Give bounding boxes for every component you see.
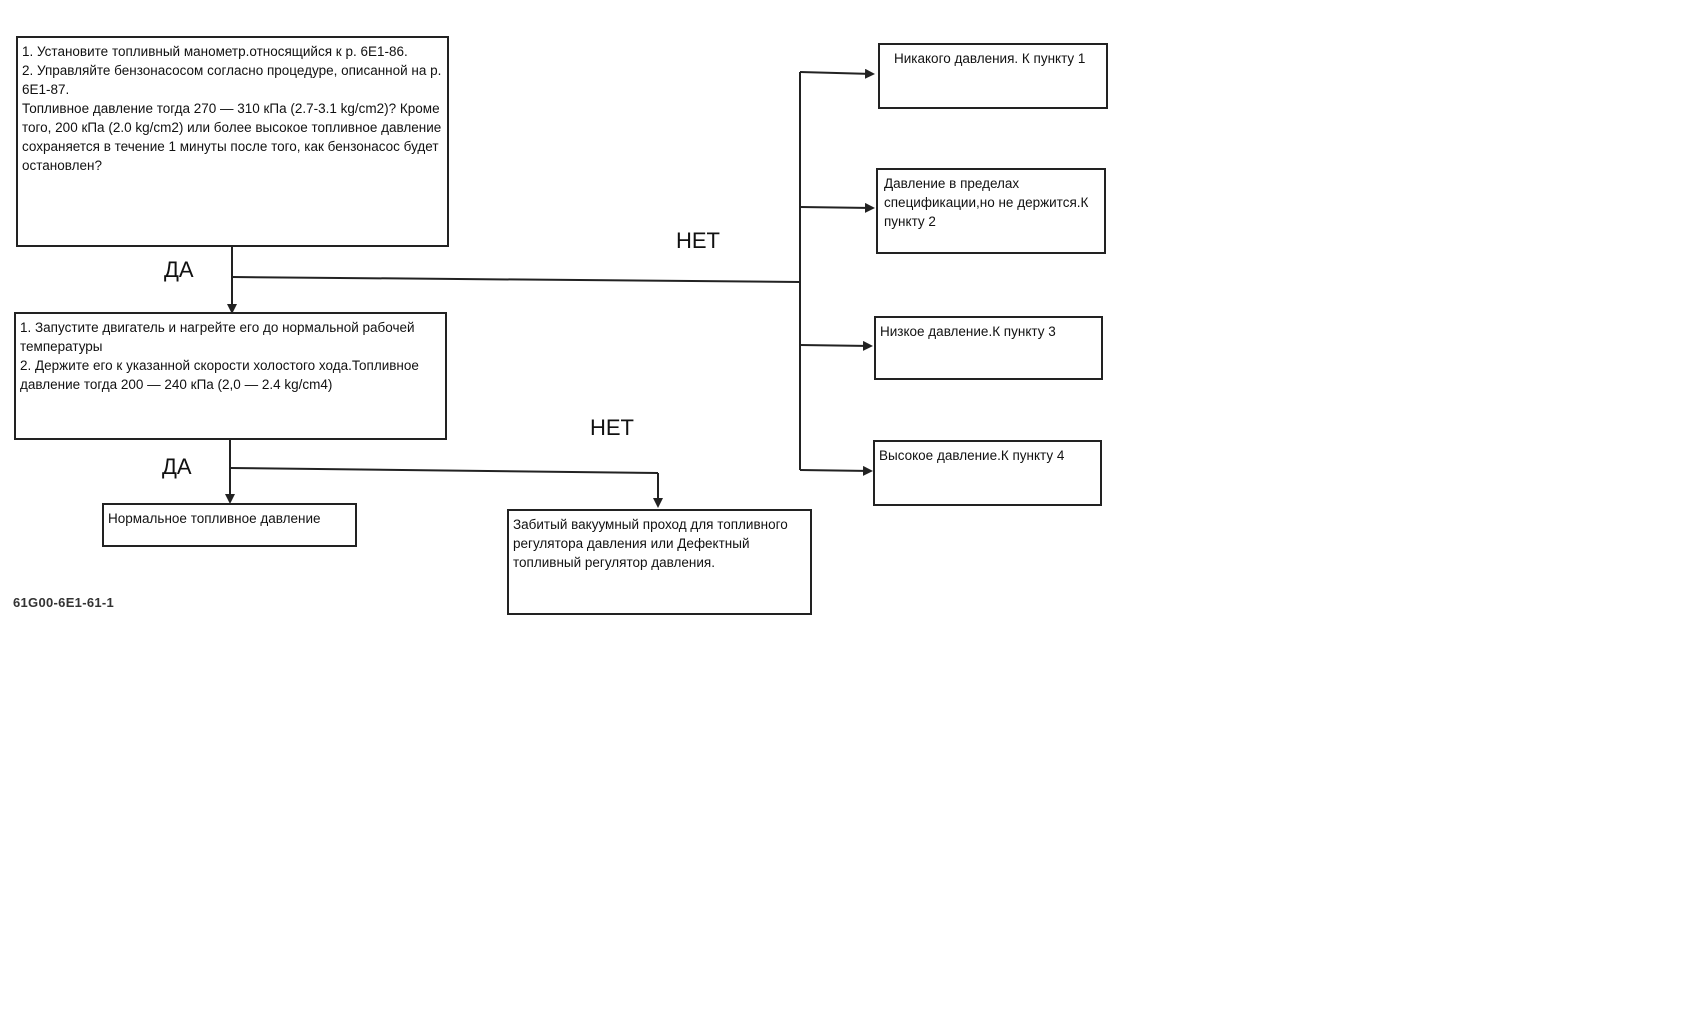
engine-idle-box: 1. Запустите двигатель и нагрейте его до… <box>14 312 447 440</box>
normal-pressure-text: Нормальное топливное давление <box>108 511 321 526</box>
connector-branch-1 <box>799 68 875 79</box>
connector-branch-2 <box>799 202 875 213</box>
yes-label-1: ДА <box>164 257 194 282</box>
check-pressure-box: 1. Установите топливный манометр.относящ… <box>16 36 449 247</box>
no-label-2: НЕТ <box>590 415 634 440</box>
connector-no-2 <box>229 467 659 474</box>
connector-branch-3 <box>799 340 873 351</box>
no-label-1: НЕТ <box>676 228 720 253</box>
low-pressure-text: Низкое давление.К пункту 3 <box>880 324 1056 339</box>
low-pressure-box: Низкое давление.К пункту 3 <box>874 316 1103 380</box>
engine-idle-line-2: 2. Держите его к указанной скорости холо… <box>20 358 419 392</box>
check-pressure-line-2: 2. Управляйте бензонасосом согласно проц… <box>22 63 442 97</box>
check-pressure-line-1: 1. Установите топливный манометр.относящ… <box>22 44 408 59</box>
normal-pressure-box: Нормальное топливное давление <box>102 503 357 547</box>
pressure-not-held-text: Давление в пределах спецификации,но не д… <box>884 176 1089 229</box>
figure-code: 61G00-6E1-61-1 <box>13 595 115 610</box>
connector-no-1 <box>231 276 801 283</box>
regulator-text: Забитый вакуумный проход для топливного … <box>513 517 788 570</box>
no-pressure-text: Никакого давления. К пункту 1 <box>894 51 1086 66</box>
regulator-box: Забитый вакуумный проход для топливного … <box>507 509 812 615</box>
yes-label-2: ДА <box>162 454 192 479</box>
high-pressure-text: Высокое давление.К пункту 4 <box>879 448 1065 463</box>
no-pressure-box: Никакого давления. К пункту 1 <box>878 43 1108 109</box>
pressure-not-held-box: Давление в пределах спецификации,но не д… <box>876 168 1106 254</box>
high-pressure-box: Высокое давление.К пункту 4 <box>873 440 1102 506</box>
engine-idle-line-1: 1. Запустите двигатель и нагрейте его до… <box>20 320 415 354</box>
check-pressure-line-3: Топливное давление тогда 270 — 310 кПа (… <box>22 101 442 173</box>
connector-branch-4 <box>799 465 873 476</box>
